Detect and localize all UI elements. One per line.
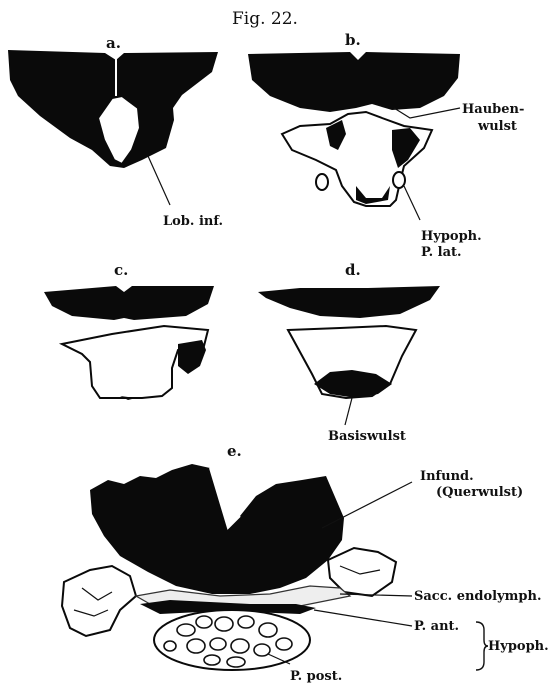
label-lob-inf: Lob. inf.: [163, 214, 223, 229]
label-p-ant: P. ant.: [414, 619, 459, 634]
label-infund: Infund.: [420, 469, 474, 484]
panel-c-upper-mass: [44, 286, 214, 320]
hypoph-brace: [476, 622, 488, 670]
panel-c: c.: [44, 261, 214, 400]
panel-e: e.: [62, 442, 396, 670]
panel-b-letter: b.: [345, 31, 361, 49]
panel-e-letter: e.: [227, 442, 242, 460]
panel-b: b.: [248, 31, 460, 206]
label-hypoph: Hypoph.: [421, 229, 482, 244]
label-sacc-endolymph: Sacc. endolymph.: [414, 589, 542, 604]
figure-title: Fig. 22.: [232, 9, 298, 29]
panel-b-upper-mass: [248, 52, 460, 112]
panel-a-letter: a.: [106, 34, 121, 52]
label-hauben-line1: Hauben-: [462, 102, 524, 117]
label-querwulst: (Querwulst): [436, 485, 523, 500]
label-p-post: P. post.: [290, 669, 342, 684]
panel-a: a.: [8, 34, 218, 168]
label-hauben-line2: wulst: [477, 119, 517, 134]
label-p-lat: P. lat.: [421, 245, 462, 260]
panel-e-tissue-left: [62, 566, 136, 636]
panel-d: d.: [258, 261, 440, 398]
panel-d-upper-mass: [258, 286, 440, 318]
panel-c-letter: c.: [114, 261, 128, 279]
label-hypoph-brace: Hypoph.: [488, 639, 549, 654]
label-basiswulst: Basiswulst: [328, 429, 406, 444]
panel-e-pars-posterior: [154, 610, 310, 670]
panel-d-letter: d.: [345, 261, 361, 279]
